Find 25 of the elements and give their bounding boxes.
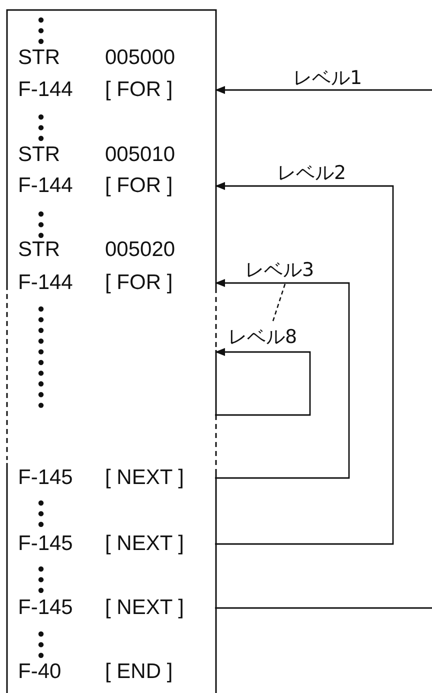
instruction-name: [ FOR ]: [105, 174, 173, 198]
instruction-name: STR: [18, 46, 60, 70]
address-number: 005020: [105, 238, 176, 262]
function-code: F-145: [18, 466, 73, 490]
function-code: F-145: [18, 532, 73, 556]
function-code: F-144: [18, 271, 73, 295]
address-number: 005000: [105, 46, 176, 70]
instruction-name: STR: [18, 143, 60, 167]
instruction-name: [ NEXT ]: [105, 532, 184, 556]
function-code: F-144: [18, 174, 73, 198]
loop-arrow: [215, 86, 432, 94]
instruction-name: [ END ]: [105, 660, 173, 684]
loop-arrow: [215, 279, 350, 479]
instruction-name: STR: [18, 238, 60, 262]
function-code: F-144: [18, 78, 73, 102]
instruction-name: [ NEXT ]: [105, 466, 184, 490]
instruction-name: [ NEXT ]: [105, 596, 184, 620]
function-code: F-40: [18, 660, 62, 684]
loop-arrow: [215, 182, 394, 545]
instruction-name: [ FOR ]: [105, 78, 173, 102]
address-number: 005010: [105, 143, 176, 167]
program-listing-box: [7, 10, 216, 693]
function-code: F-145: [18, 596, 73, 620]
instruction-name: [ FOR ]: [105, 271, 173, 295]
loop-arrow: [215, 348, 311, 416]
